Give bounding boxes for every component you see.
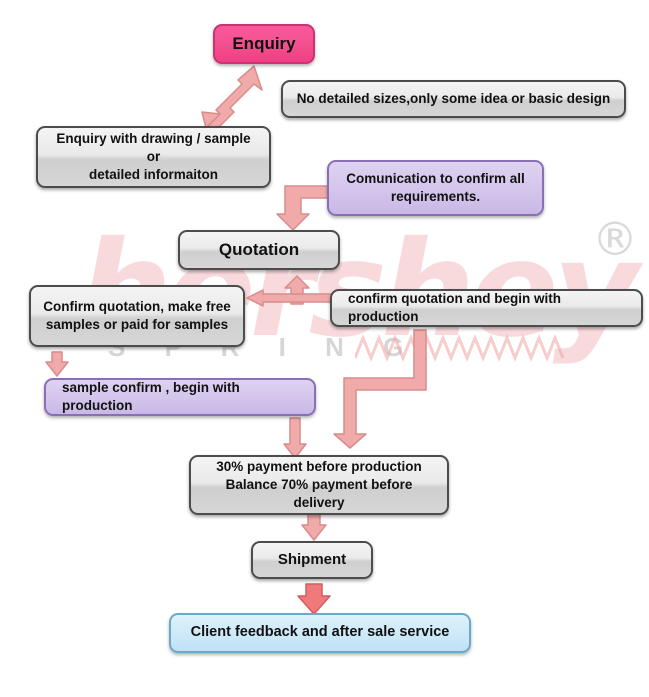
- shipment-to-feedback-arrow: [296, 583, 332, 616]
- node-shipment[interactable]: Shipment: [251, 541, 373, 579]
- spring-coil-icon: [353, 332, 565, 371]
- node-enquiry[interactable]: Enquiry: [213, 24, 315, 64]
- node-quotation[interactable]: Quotation: [178, 230, 340, 270]
- sample-confirm-down-arrow: [282, 417, 308, 460]
- registered-trademark-icon: ®: [592, 212, 638, 266]
- payment-to-shipment-arrow: [300, 513, 328, 542]
- node-enquiry-with-drawing[interactable]: Enquiry with drawing / sample or detaile…: [36, 126, 271, 188]
- node-no-detailed-sizes[interactable]: No detailed sizes,only some idea or basi…: [281, 80, 626, 118]
- node-communication[interactable]: Comunication to confirm all requirements…: [327, 160, 544, 216]
- node-payment-terms[interactable]: 30% payment before production Balance 70…: [189, 455, 449, 515]
- node-client-feedback[interactable]: Client feedback and after sale service: [169, 613, 471, 653]
- node-confirm-quotation-samples[interactable]: Confirm quotation, make free samples or …: [29, 285, 245, 347]
- node-confirm-quotation-production[interactable]: confirm quotation and begin with product…: [330, 289, 643, 327]
- production-to-payment-arrow: [328, 329, 428, 450]
- enquiry-split-arrow: [200, 62, 270, 134]
- node-sample-confirm-production[interactable]: sample confirm , begin with production: [44, 378, 316, 416]
- confirm-samples-down-arrow: [44, 351, 70, 378]
